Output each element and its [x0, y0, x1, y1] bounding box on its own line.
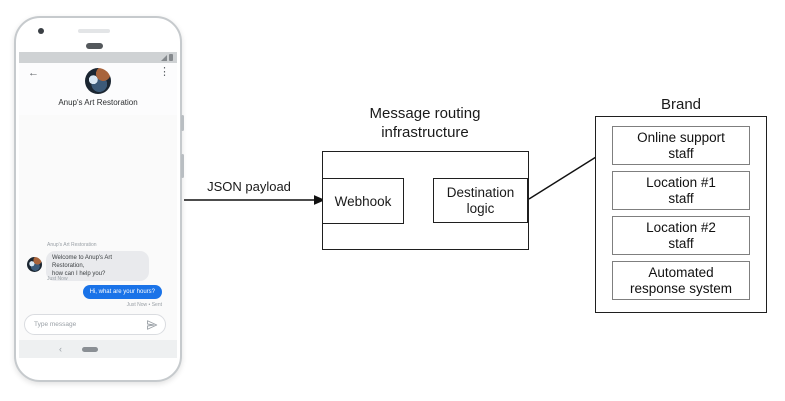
json-payload-label: JSON payload	[207, 179, 291, 194]
brand-title: Brand	[660, 96, 702, 113]
home-indicator[interactable]	[82, 347, 98, 352]
brand-item-line2: staff	[668, 235, 694, 251]
incoming-message-line2: how can I help you?	[52, 271, 106, 277]
status-bar	[19, 52, 177, 63]
outgoing-message-bubble: Hi, what are your hours?	[82, 285, 162, 299]
routing-title-line2: infrastructure	[381, 124, 469, 141]
destination-to-brand-arrow	[528, 146, 614, 200]
brand-item-line2: staff	[668, 190, 694, 206]
brand-item-line1: Location #1	[646, 174, 716, 190]
brand-item-line1: Location #2	[646, 219, 716, 235]
brand-item-online-support: Online support staff	[612, 126, 750, 165]
message-input[interactable]	[34, 321, 146, 328]
camera-icon	[38, 28, 44, 34]
destination-line1: Destination	[446, 184, 515, 200]
destination-line2: logic	[466, 200, 495, 216]
phone-frame: ← ⋮ Anup's Art Restoration Anup's Art Re…	[14, 16, 184, 382]
brand-item-location-1: Location #1 staff	[612, 171, 750, 210]
incoming-timestamp: Just Now	[47, 276, 68, 282]
brand-item-location-2: Location #2 staff	[612, 216, 750, 255]
conversation-header: ← ⋮ Anup's Art Restoration	[19, 63, 177, 115]
webhook-label: Webhook	[334, 193, 392, 209]
brand-item-automated-response: Automated response system	[612, 261, 750, 300]
delivery-status: Just Now • Sent	[126, 302, 162, 308]
incoming-message-line1: Welcome to Anup's Art Restoration,	[52, 255, 113, 269]
brand-item-line1: Online support	[637, 129, 725, 145]
brand-container-box: Online support staff Location #1 staff L…	[595, 116, 767, 313]
message-avatar	[27, 257, 42, 272]
brand-item-line1: Automated	[648, 264, 714, 280]
incoming-message-bubble: Welcome to Anup's Art Restoration, how c…	[46, 251, 149, 281]
brand-item-line2: response system	[629, 280, 733, 296]
sender-name-label: Anup's Art Restoration	[47, 242, 97, 248]
navigation-bar: ‹	[19, 340, 177, 358]
nav-back-icon[interactable]: ‹	[59, 344, 62, 354]
routing-title-line1: Message routing	[369, 105, 481, 122]
webhook-box: Webhook	[322, 178, 404, 224]
power-button	[181, 154, 184, 178]
back-arrow-icon[interactable]: ←	[28, 67, 39, 79]
signal-icon	[161, 55, 167, 61]
send-icon[interactable]	[146, 319, 158, 331]
message-composer[interactable]	[24, 314, 166, 335]
destination-label: Destination logic	[447, 185, 515, 217]
more-options-icon[interactable]: ⋮	[159, 66, 170, 78]
phone-screen: ← ⋮ Anup's Art Restoration Anup's Art Re…	[19, 52, 177, 358]
speaker-grille	[78, 29, 110, 33]
routing-title: Message routing infrastructure	[325, 104, 525, 142]
earpiece	[86, 43, 103, 49]
contact-avatar	[85, 68, 111, 94]
battery-icon	[169, 54, 173, 61]
destination-logic-box: Destination logic	[433, 178, 528, 223]
brand-item-line2: staff	[668, 145, 694, 161]
volume-button	[181, 115, 184, 131]
conversation-title: Anup's Art Restoration	[58, 98, 138, 107]
